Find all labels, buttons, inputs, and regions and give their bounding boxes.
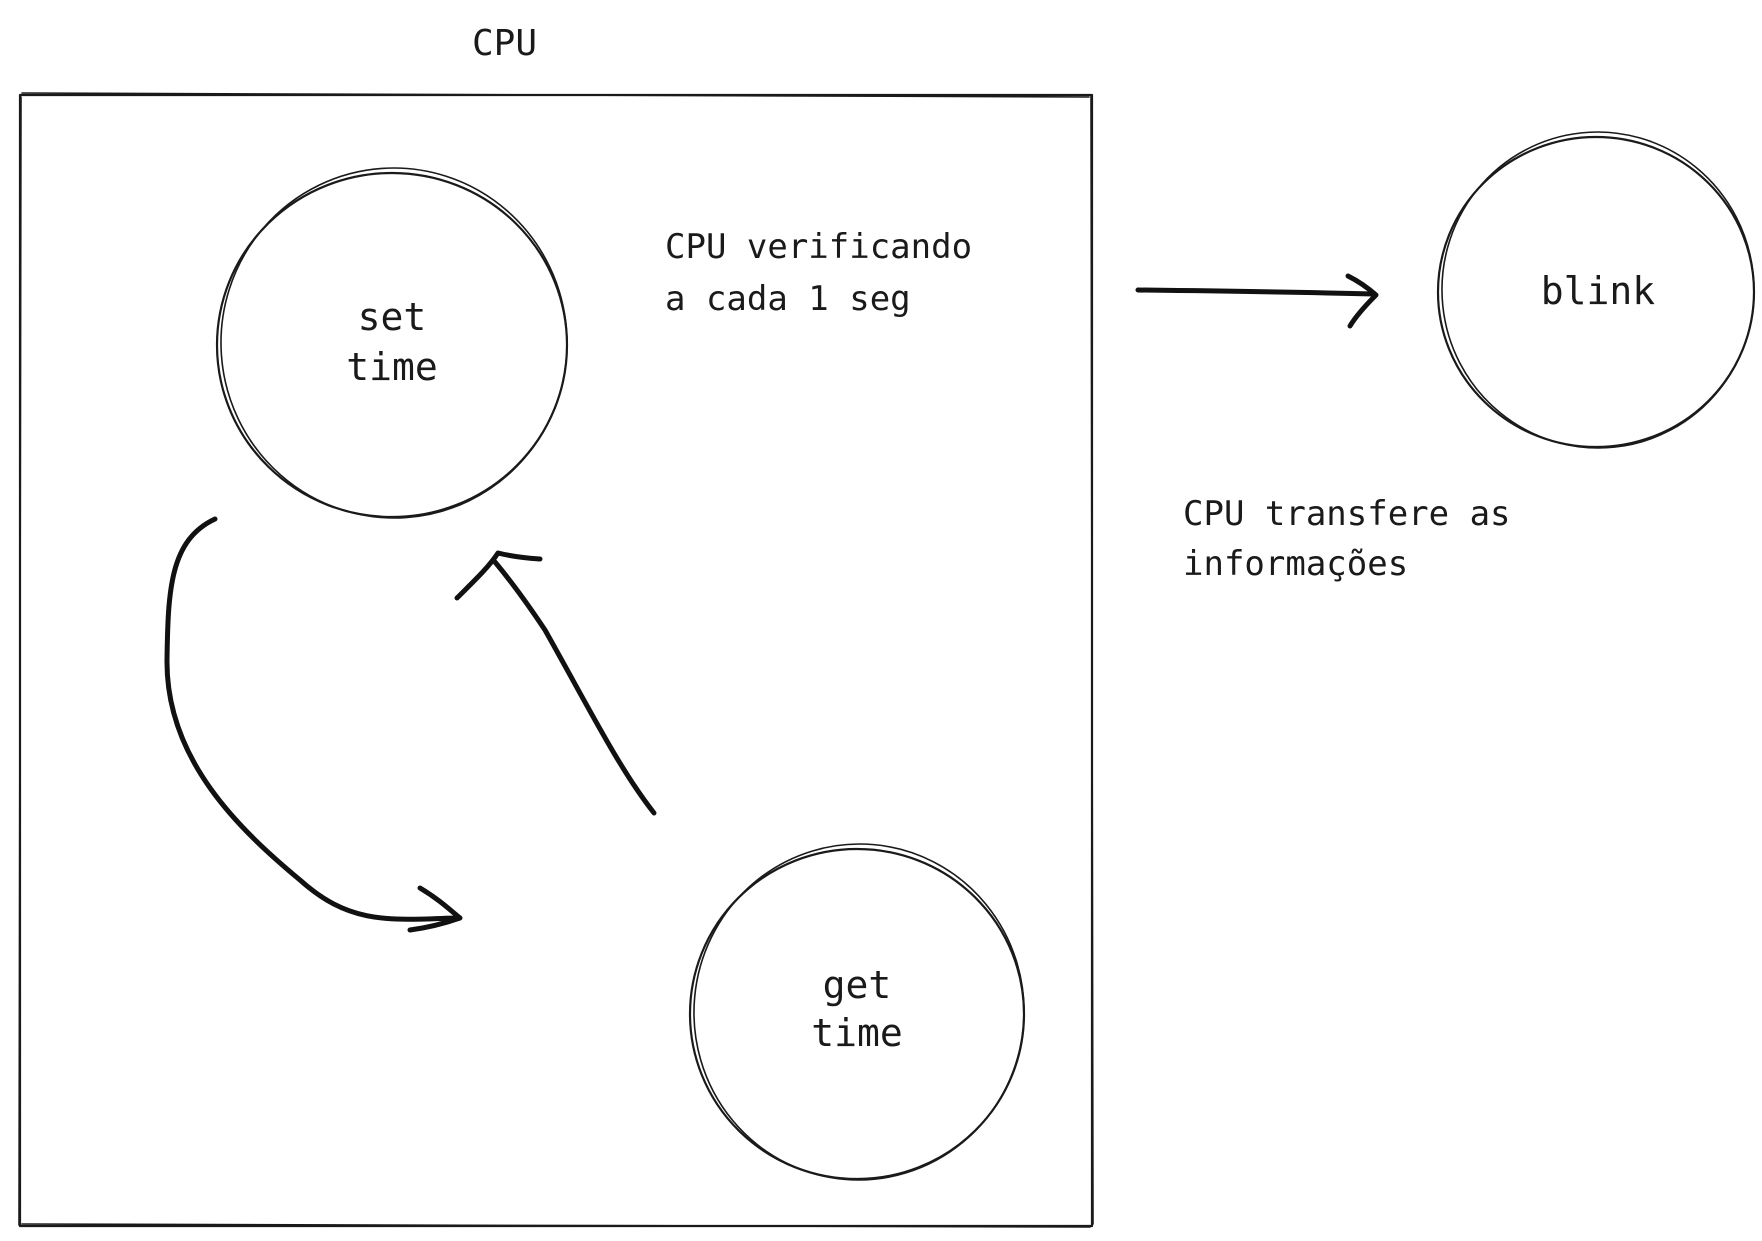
cpu-transfer-line2: informações (1183, 544, 1408, 584)
get-time-node: get time (688, 843, 1026, 1181)
blink-label: blink (1541, 269, 1656, 313)
arrow-get-to-set (454, 550, 657, 816)
cpu-checking-annotation: CPU verificando a cada 1 seg (665, 227, 972, 319)
cpu-title: CPU (472, 23, 537, 64)
set-time-label-line1: set (358, 295, 427, 339)
cpu-checking-line2: a cada 1 seg (665, 279, 911, 319)
cpu-transfer-annotation: CPU transfere as informações (1183, 494, 1511, 584)
arrow-set-to-get (164, 516, 463, 933)
set-time-node: set time (215, 167, 569, 519)
arrow-cpu-to-blink (1135, 273, 1379, 329)
get-time-label-line1: get (823, 963, 892, 1007)
cpu-transfer-line1: CPU transfere as (1183, 494, 1511, 534)
set-time-label-line2: time (346, 345, 438, 389)
blink-node: blink (1436, 131, 1756, 449)
cpu-checking-line1: CPU verificando (665, 227, 972, 267)
get-time-label-line2: time (811, 1011, 903, 1055)
cpu-box (18, 92, 1094, 1228)
